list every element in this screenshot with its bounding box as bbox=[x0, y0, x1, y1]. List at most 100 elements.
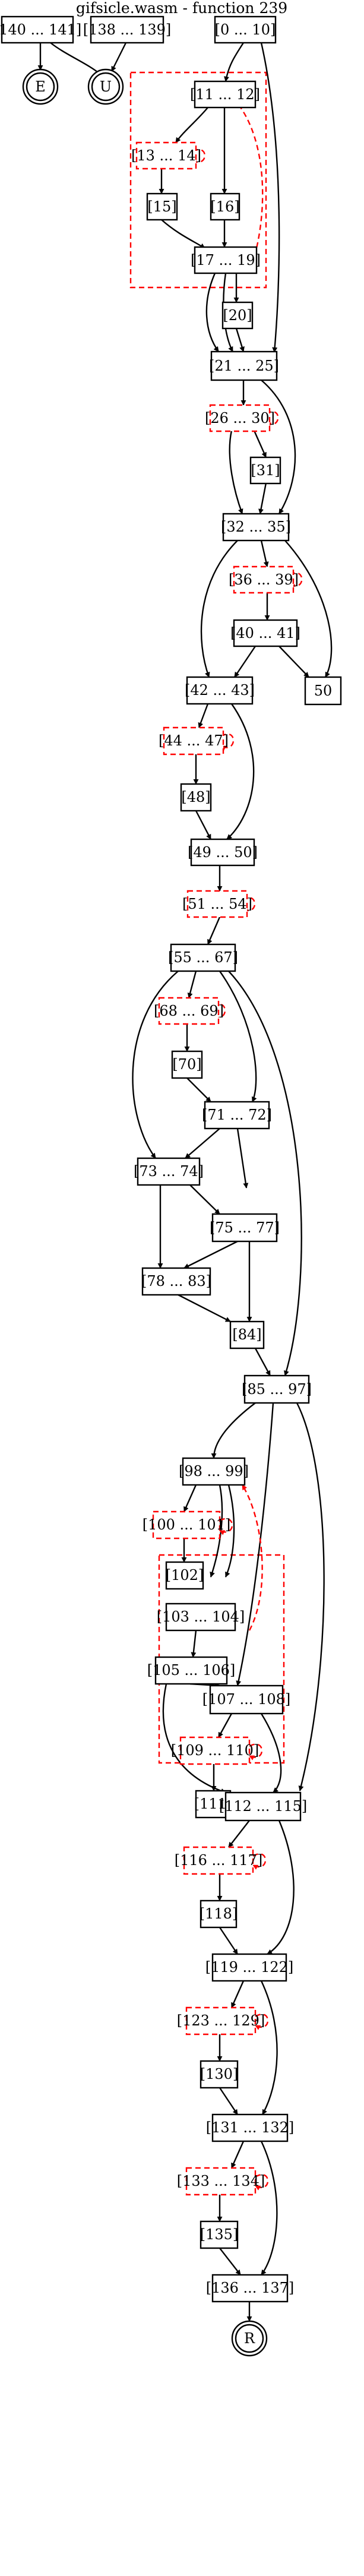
svg-text:U: U bbox=[100, 78, 112, 95]
block-135[interactable]: [135] bbox=[200, 2220, 239, 2249]
block-138[interactable]: [138 ... 139] bbox=[83, 15, 172, 44]
svg-text:[75 ... 77]: [75 ... 77] bbox=[210, 1219, 280, 1236]
svg-text:[48]: [48] bbox=[181, 789, 210, 805]
edge-71-73 bbox=[185, 1128, 220, 1159]
block-11[interactable]: [11 ... 12] bbox=[190, 80, 260, 109]
block-68[interactable]: [68 ... 69] bbox=[154, 997, 224, 1025]
edge-138-U bbox=[110, 42, 127, 72]
svg-text:[44 ... 47]: [44 ... 47] bbox=[159, 732, 229, 749]
svg-text:[135]: [135] bbox=[200, 2226, 239, 2243]
block-102[interactable]: [102] bbox=[166, 1561, 204, 1590]
edge-40-42 bbox=[234, 646, 256, 678]
block-75[interactable]: [75 ... 77] bbox=[210, 1213, 280, 1243]
self-loop-13 bbox=[191, 148, 205, 165]
loop-cluster-11 bbox=[129, 71, 267, 289]
block-109[interactable]: [109 ... 110] bbox=[171, 1736, 259, 1765]
edge-131-136 bbox=[260, 2141, 278, 2275]
block-123[interactable]: [123 ... 129] bbox=[177, 2006, 265, 2035]
block-21[interactable]: [21 ... 25] bbox=[209, 350, 279, 381]
block-105[interactable]: [105 ... 106] bbox=[147, 1656, 236, 1685]
block-51[interactable]: [51 ... 54] bbox=[182, 890, 252, 918]
edge-51-55 bbox=[207, 916, 221, 945]
block-32[interactable]: [32 ... 35] bbox=[221, 513, 291, 542]
edge-42-49 bbox=[226, 703, 255, 840]
block-13[interactable]: [13 ... 14] bbox=[131, 141, 201, 170]
block-26[interactable]: [26 ... 30] bbox=[205, 404, 275, 432]
block-0[interactable]: [0 ... 10] bbox=[214, 15, 277, 44]
edges bbox=[37, 42, 333, 2322]
block-78[interactable]: [78 ... 83] bbox=[141, 1267, 211, 1296]
svg-text:[100 ... 101]: [100 ... 101] bbox=[143, 1516, 231, 1533]
block-107[interactable]: [107 ... 108] bbox=[202, 1684, 291, 1715]
svg-text:[70]: [70] bbox=[172, 1056, 201, 1073]
block-36[interactable]: [36 ... 39] bbox=[229, 565, 299, 594]
block-98[interactable]: [98 ... 99] bbox=[179, 1457, 249, 1486]
svg-text:[13 ... 14]: [13 ... 14] bbox=[131, 147, 201, 164]
svg-text:[26 ... 30]: [26 ... 30] bbox=[205, 410, 275, 426]
block-20[interactable]: [20] bbox=[221, 301, 254, 330]
terminal-R[interactable]: R bbox=[231, 2320, 268, 2357]
block-84[interactable]: [84] bbox=[229, 1320, 265, 1349]
svg-text:R: R bbox=[244, 2330, 255, 2347]
edge-70-71 bbox=[186, 1077, 211, 1102]
self-loop-116 bbox=[252, 1853, 267, 1870]
block-103[interactable]: [103 ... 104] bbox=[157, 1603, 245, 1632]
edge-135-136 bbox=[219, 2248, 241, 2275]
block-133[interactable]: [133 ... 134] bbox=[177, 2167, 265, 2196]
svg-text:[103 ... 104]: [103 ... 104] bbox=[157, 1608, 245, 1625]
block-100[interactable]: [100 ... 101] bbox=[143, 1510, 231, 1540]
edge-130-131 bbox=[219, 2087, 238, 2115]
block-116[interactable]: [116 ... 117] bbox=[175, 1846, 263, 1875]
svg-text:[119 ... 122]: [119 ... 122] bbox=[205, 1959, 294, 1976]
block-15[interactable]: [15] bbox=[146, 192, 178, 221]
svg-text:[21 ... 25]: [21 ... 25] bbox=[209, 358, 279, 374]
block-40[interactable]: [40 ... 41] bbox=[230, 619, 300, 647]
edge-55-73 bbox=[132, 971, 179, 1159]
block-73[interactable]: [73 ... 74] bbox=[134, 1157, 204, 1186]
svg-text:[123 ... 129]: [123 ... 129] bbox=[177, 2012, 265, 2029]
block-48[interactable]: [48] bbox=[180, 783, 212, 812]
graph-title: gifsicle.wasm - function 239 bbox=[76, 0, 287, 17]
svg-text:[102]: [102] bbox=[166, 1567, 204, 1583]
svg-text:[17 ... 19]: [17 ... 19] bbox=[191, 252, 261, 268]
edge-118-119 bbox=[219, 1927, 238, 1955]
block-42[interactable]: [42 ... 43] bbox=[185, 676, 255, 705]
svg-text:[116 ... 117]: [116 ... 117] bbox=[175, 1852, 263, 1869]
block-49[interactable]: [49 ... 50] bbox=[188, 838, 258, 867]
svg-text:[31]: [31] bbox=[251, 462, 280, 479]
edge-112-119 bbox=[267, 1820, 295, 1955]
edge-103-105 bbox=[191, 1630, 197, 1658]
self-loop-123 bbox=[255, 2014, 269, 2030]
block-50[interactable]: 50 bbox=[304, 676, 342, 706]
block-31[interactable]: [31] bbox=[249, 456, 281, 485]
edge-98-103b bbox=[224, 1484, 235, 1578]
block-16[interactable]: [16] bbox=[210, 192, 240, 221]
block-112[interactable]: [112 ... 115] bbox=[219, 1791, 308, 1822]
edge-15-17 bbox=[161, 219, 205, 249]
block-44[interactable]: [44 ... 47] bbox=[159, 726, 229, 756]
svg-text:[32 ... 35]: [32 ... 35] bbox=[221, 519, 291, 535]
edge-55-71 bbox=[219, 971, 257, 1102]
terminal-U[interactable]: U bbox=[87, 68, 124, 105]
edge-21-32 bbox=[261, 380, 296, 514]
block-71[interactable]: [71 ... 72] bbox=[202, 1101, 272, 1130]
block-85[interactable]: [85 ... 97] bbox=[242, 1374, 312, 1404]
svg-text:[55 ... 67]: [55 ... 67] bbox=[168, 949, 238, 966]
svg-text:[11 ... 12]: [11 ... 12] bbox=[190, 86, 260, 103]
edge-73-75 bbox=[189, 1184, 220, 1215]
block-119[interactable]: [119 ... 122] bbox=[205, 1953, 294, 1982]
edge-32-36 bbox=[260, 540, 269, 567]
block-17[interactable]: [17 ... 19] bbox=[191, 246, 261, 274]
edge-131-133 bbox=[230, 2141, 245, 2169]
block-70[interactable]: [70] bbox=[171, 1050, 203, 1079]
svg-text:E: E bbox=[35, 78, 46, 95]
svg-text:[71 ... 72]: [71 ... 72] bbox=[202, 1107, 272, 1123]
edge-17-21a bbox=[205, 273, 219, 352]
block-55[interactable]: [55 ... 67] bbox=[168, 943, 238, 972]
block-130[interactable]: [130] bbox=[200, 2060, 239, 2089]
block-131[interactable]: [131 ... 132] bbox=[206, 2113, 295, 2142]
terminal-E[interactable]: E bbox=[22, 68, 59, 105]
block-136[interactable]: [136 ... 137] bbox=[206, 2274, 295, 2303]
block-118[interactable]: [118] bbox=[200, 1899, 238, 1929]
block-140[interactable]: [140 ... 141] bbox=[0, 15, 81, 44]
